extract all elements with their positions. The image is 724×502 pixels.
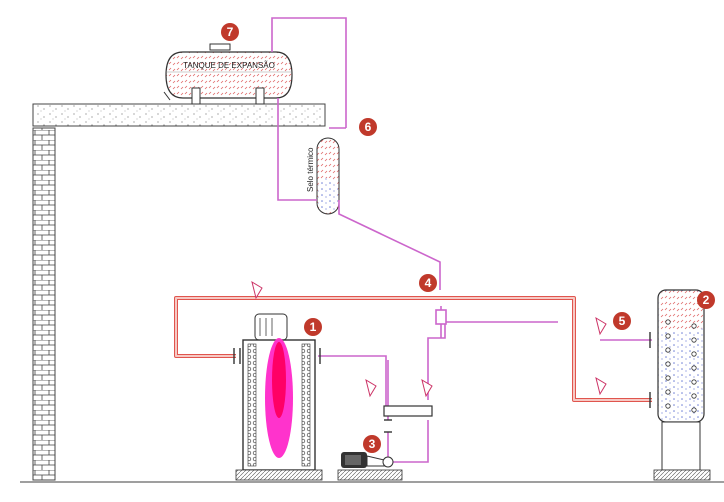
- heater: [235, 313, 323, 481]
- hot-oil-pipes: [174, 296, 652, 411]
- heater-return-pipe: [318, 355, 430, 411]
- strainers: [251, 280, 607, 398]
- tank-to-seal-pipe: [271, 17, 347, 129]
- marker-7: 7: [221, 23, 239, 41]
- svg-text:1: 1: [310, 320, 317, 334]
- svg-text:2: 2: [703, 293, 710, 307]
- expansion-return-pipe: [427, 321, 558, 400]
- svg-text:7: 7: [227, 25, 234, 39]
- brick-wall: [32, 127, 56, 481]
- tank-label: TANQUE DE EXPANSÃO: [183, 61, 275, 70]
- expansion-tank: TANQUE DE EXPANSÃO: [163, 43, 293, 105]
- marker-6: 6: [359, 118, 377, 136]
- marker-3: 3: [363, 435, 381, 453]
- marker-4: 4: [419, 274, 437, 292]
- svg-text:4: 4: [425, 276, 432, 290]
- svg-text:3: 3: [369, 437, 376, 451]
- marker-badges: 1 2 3 4 5 6 7: [221, 23, 715, 453]
- tank-drop-pipe: [277, 98, 317, 201]
- seal-label: Selo térmico: [306, 147, 315, 192]
- circulation-pump: [337, 452, 403, 481]
- marker-5: 5: [613, 312, 631, 330]
- support-structure: [20, 103, 724, 483]
- svg-text:5: 5: [619, 314, 626, 328]
- marker-1: 1: [304, 318, 322, 336]
- pump-manifold: [383, 405, 433, 417]
- svg-text:6: 6: [365, 120, 372, 134]
- seal-outlet-pipe: [338, 200, 441, 290]
- thermal-seal: Selo térmico: [306, 137, 340, 215]
- consumer-vessel: [653, 289, 711, 481]
- concrete-slab: [32, 103, 326, 127]
- marker-2: 2: [697, 291, 715, 309]
